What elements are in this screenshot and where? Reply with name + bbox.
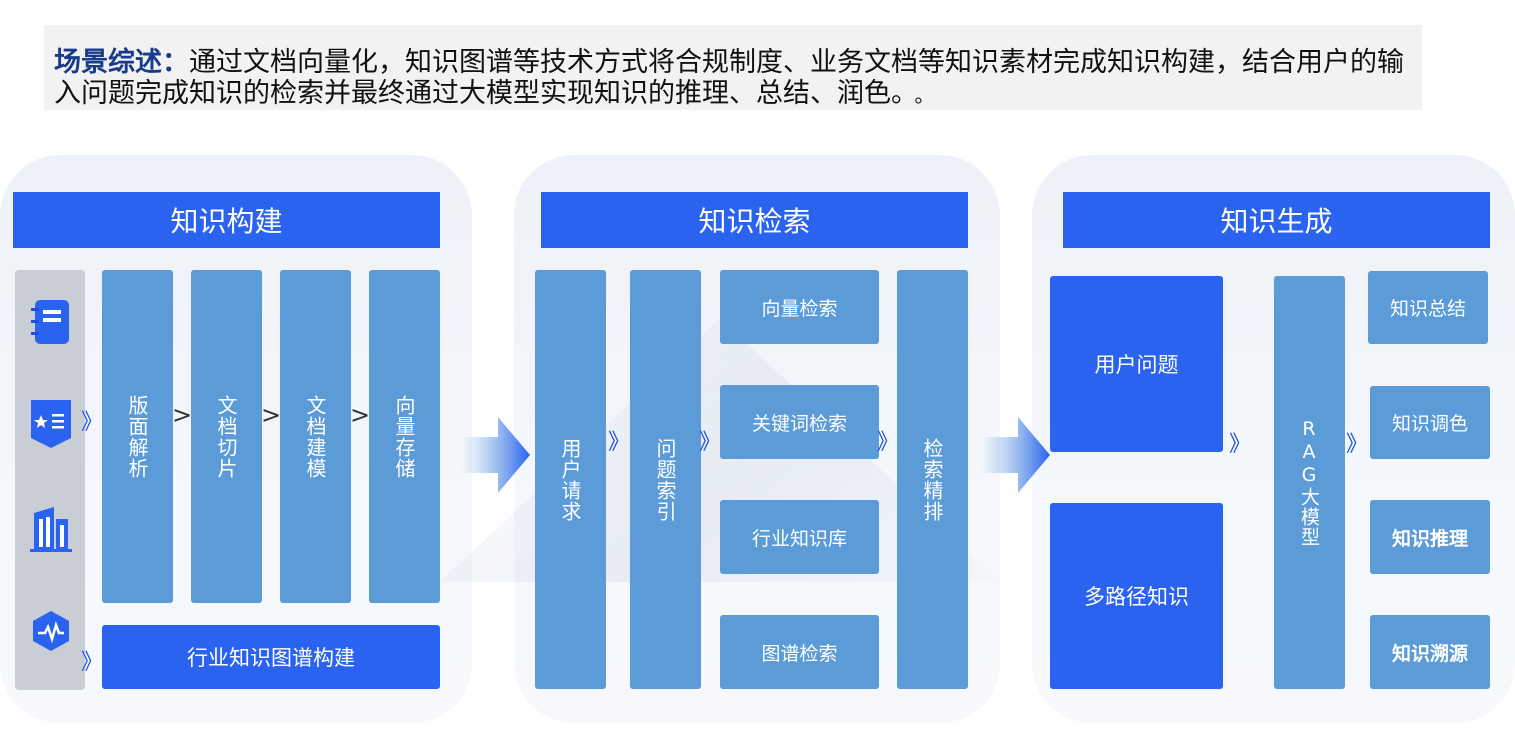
flow-arrow-2 [982,415,1052,495]
flow-arrow-1 [462,415,532,495]
intro-text: 通过文档向量化，知识图谱等技术方式将合规制度、业务文档等知识素材完成知识构建，结… [54,47,1404,109]
pulse-shield-icon [27,608,75,654]
intro-dot: 。 [914,83,935,107]
output-provenance: 知识溯源 [1370,615,1490,689]
model-separator: 》 [1346,432,1369,457]
output-summary: 知识总结 [1368,271,1488,344]
build-header: 知识构建 [13,192,440,248]
question-separator: 》 [1229,432,1252,457]
user-request: 用户请求 [535,270,606,689]
multi-path-knowledge: 多路径知识 [1050,503,1223,689]
step-separator-2: > [260,401,282,429]
index-separator: 》 [699,430,722,455]
methods-separator: 》 [877,430,900,455]
method-graph-search: 图谱检索 [720,615,879,689]
graph-separator: 》 [81,650,104,675]
document-star-icon [27,398,75,450]
notebook-icon [27,298,75,346]
intro-lead: 场景综述： [54,47,189,78]
step-separator-3: > [349,401,371,429]
method-industry-kb: 行业知识库 [720,500,879,574]
rag-model: RAG大模型 [1274,276,1345,689]
search-rerank: 检索精排 [897,270,968,689]
step-vector-storage: 向量存储 [369,270,440,603]
output-tone: 知识调色 [1370,386,1490,459]
step-doc-slicing: 文档切片 [191,270,262,603]
step-doc-modeling: 文档建模 [280,270,351,603]
retrieve-header: 知识检索 [541,192,968,248]
request-separator: 》 [608,430,631,455]
user-question: 用户问题 [1050,276,1223,452]
method-keyword-search: 关键词检索 [720,385,879,459]
step-separator-1: > [171,401,193,429]
question-index: 问题索引 [630,270,701,689]
method-vector-search: 向量检索 [720,270,879,344]
intro-banner: 场景综述：通过文档向量化，知识图谱等技术方式将合规制度、业务文档等知识素材完成知… [44,25,1422,110]
step-layout-parsing: 版面解析 [102,270,173,603]
industry-graph-build: 行业知识图谱构建 [102,625,440,689]
output-reasoning: 知识推理 [1370,500,1490,574]
generate-header: 知识生成 [1063,192,1490,248]
building-icon [27,505,75,553]
icons-separator: 》 [81,410,104,435]
